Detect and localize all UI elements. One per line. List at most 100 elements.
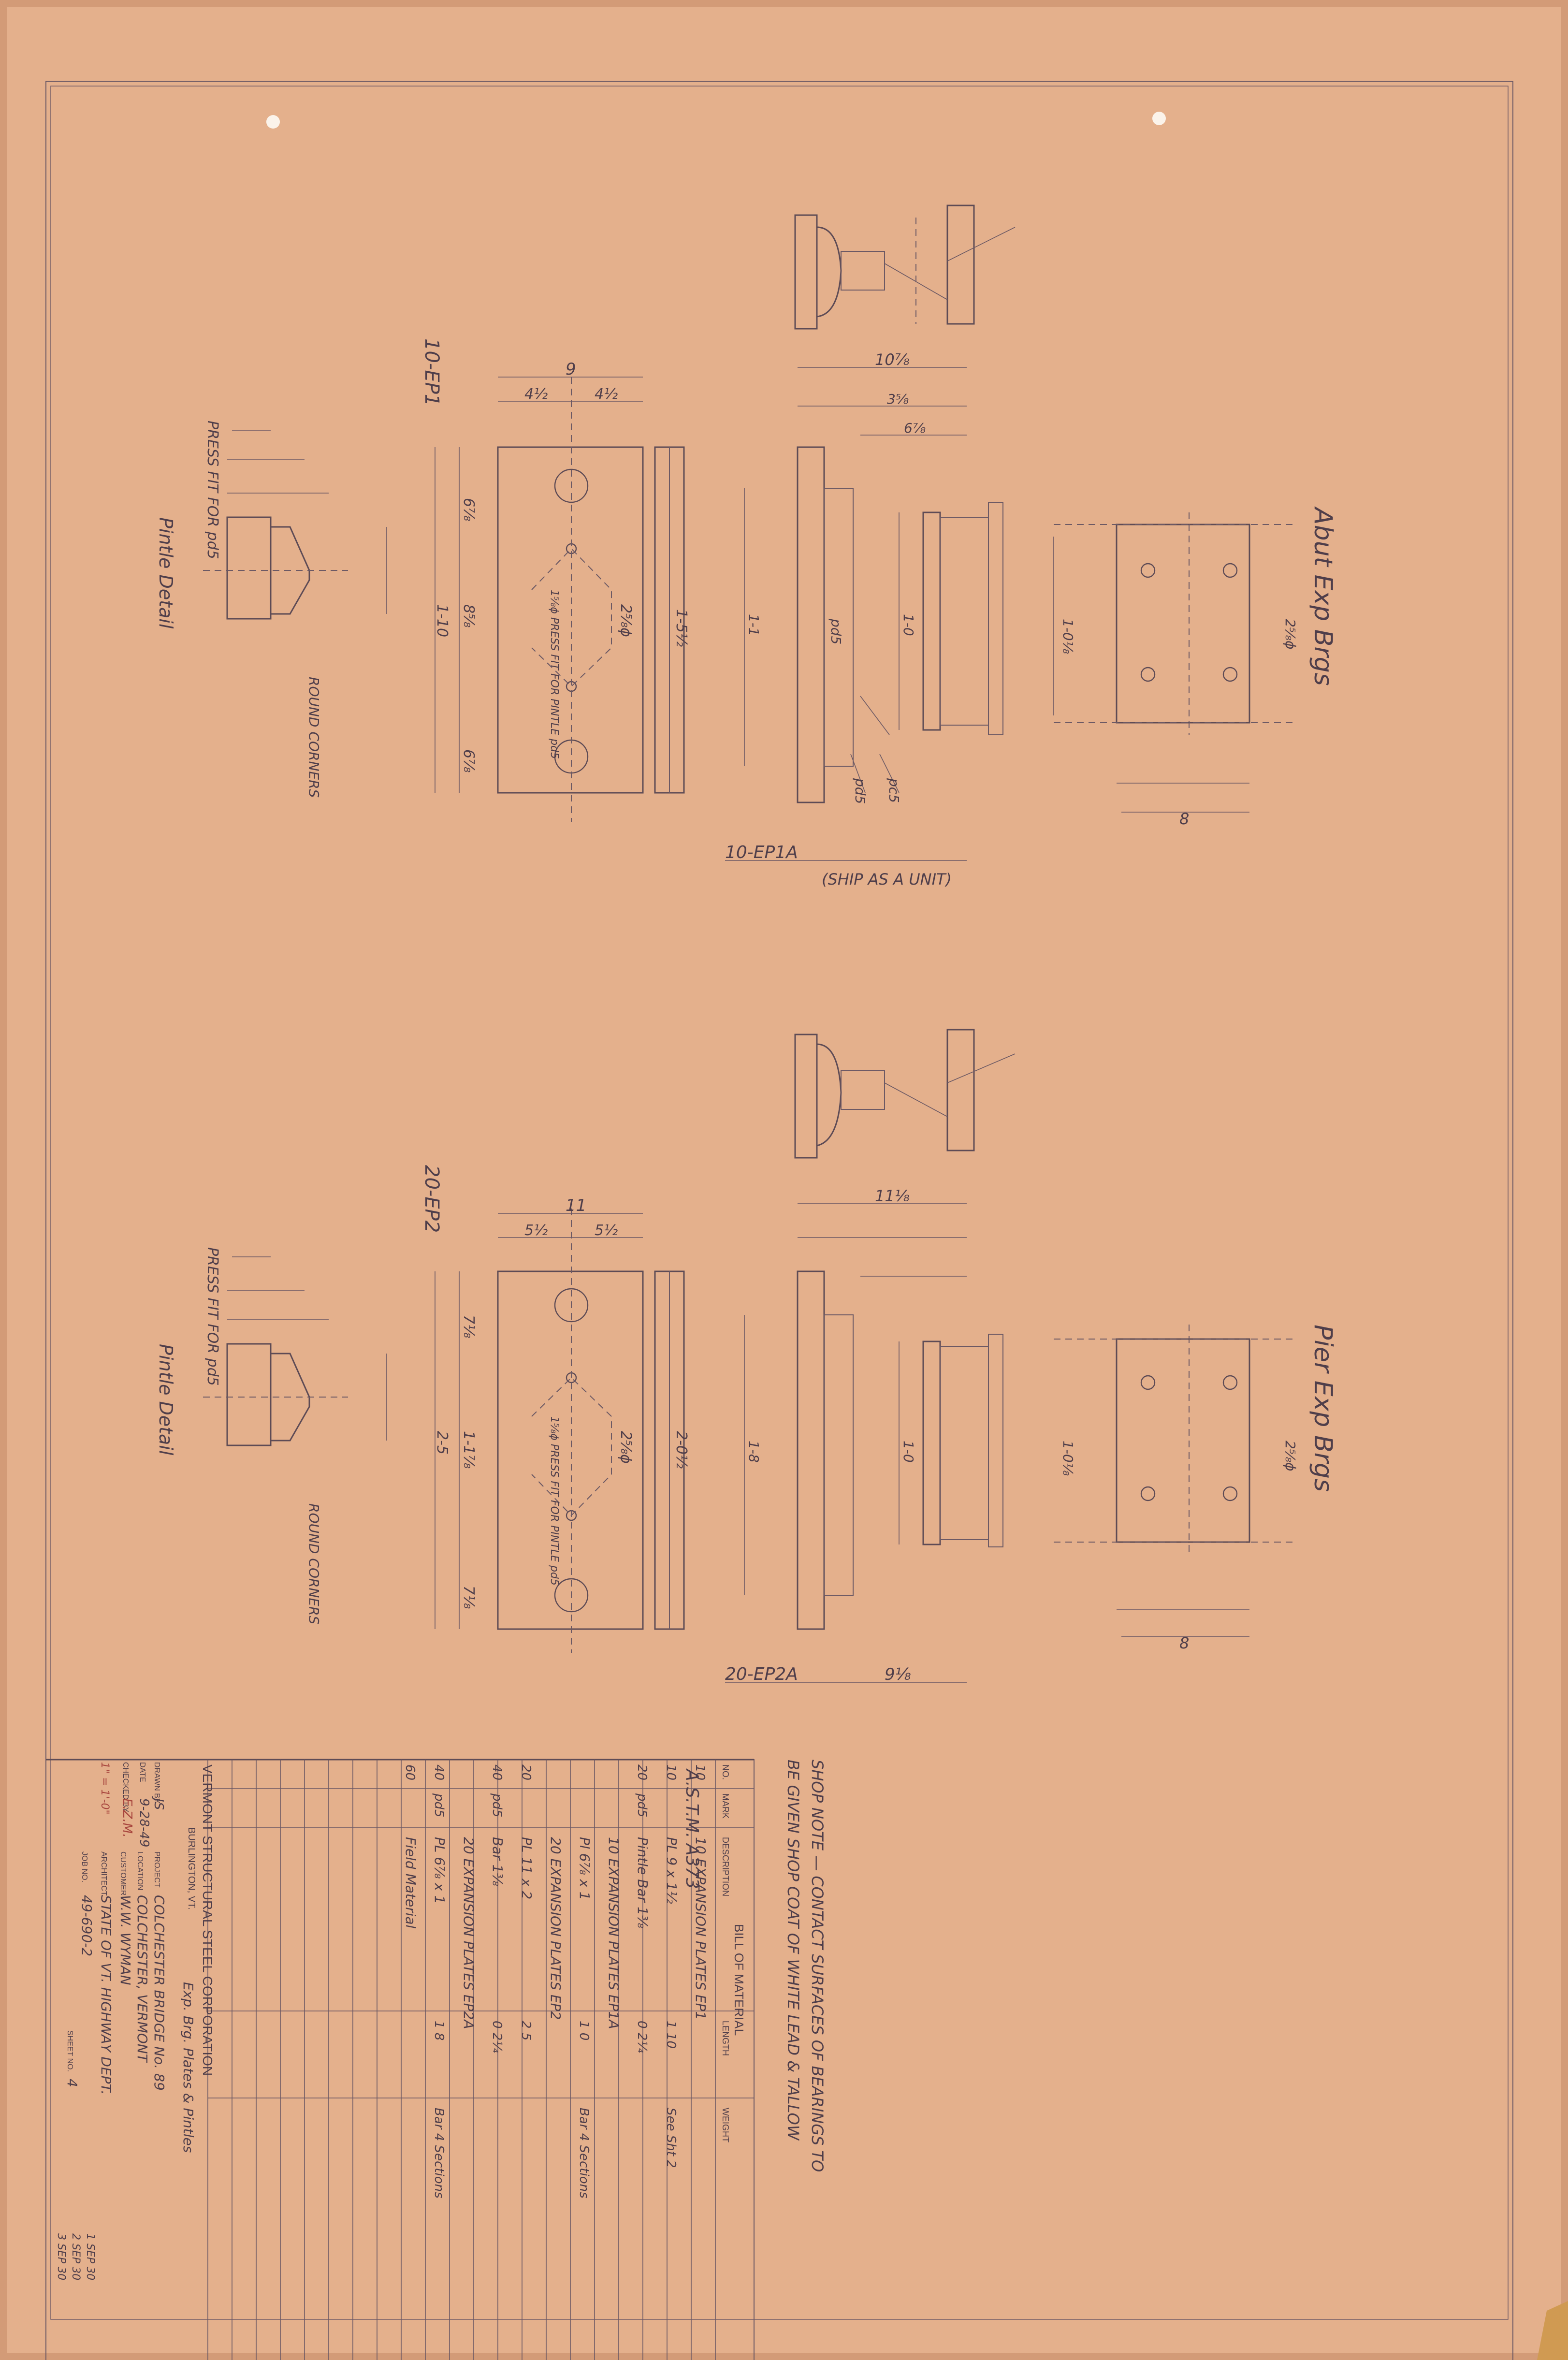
drawn-by-label: DRAWN BY — [153, 1762, 161, 1804]
label-pc5: pc5 — [886, 778, 902, 803]
outer-border — [45, 81, 1513, 2360]
dim-width-top: 9 — [566, 360, 576, 379]
project-label: PROJECT — [153, 1851, 161, 1888]
dim-side-g: 1-0 — [900, 614, 916, 636]
dim-half-b-bottom: 5½ — [595, 1222, 618, 1239]
dim-side-h-b: 1-0⅛ — [1060, 1441, 1076, 1476]
bom-cell: 10 EXPANSION PLATES EP1 — [693, 1837, 709, 2020]
punch-hole — [266, 115, 280, 129]
dim-half-a-bottom: 5½ — [524, 1222, 548, 1239]
bom-cell: 1 8 — [432, 2021, 446, 2040]
dim-half-a-top: 4½ — [524, 386, 548, 403]
top-bearing-group — [203, 204, 1295, 861]
rocker-mark-ep2a: 20-EP2A — [725, 1664, 798, 1684]
dim-side-top: 10⅞ — [875, 350, 910, 369]
bom-cell: Bar 4 Sections — [432, 2108, 446, 2199]
dim-h3-bottom: 7⅛ — [460, 1586, 477, 1609]
bom-cell: pd5 — [635, 1793, 649, 1818]
plate-mark-ep2: 20-EP2 — [421, 1165, 443, 1233]
round-corners-top: ROUND CORNERS — [306, 677, 322, 798]
dim-shoe-dia-bottom: 2⅝ϕ — [1282, 1441, 1298, 1471]
rocker-mark-ep1a: 10-EP1A — [725, 843, 798, 862]
dim-shoe-total-bottom: 8 — [1179, 1634, 1189, 1652]
company-name: VERMONT STRUCTURAL STEEL CORPORATION — [200, 1764, 215, 2076]
press-fit-top: PRESS FIT FOR pd5 — [204, 421, 221, 559]
bom-cell: 20 EXPANSION PLATES EP2 — [548, 1837, 564, 2020]
dim-side-d: 6⅞ — [904, 420, 926, 436]
sheet-no: 4 — [64, 2079, 80, 2087]
pintle-note-top: 1⅝ϕ PRESS FIT FOR PINTLE pd5 — [548, 590, 560, 759]
dim-dia-bottom: 2⅝ϕ — [617, 1431, 634, 1464]
bom-cell: pd5 — [432, 1793, 446, 1818]
bom-cell: PL 9 x 1½ — [664, 1837, 680, 1904]
dim-total-top: 1-10 — [434, 604, 450, 637]
dim-len-top: 1-5½ — [673, 609, 690, 647]
bom-cell: 10 EXPANSION PLATES EP1A — [606, 1837, 622, 2029]
drawn-by: JS — [151, 1796, 166, 1810]
date-label: DATE — [138, 1762, 146, 1782]
sheet-label: SHEET NO. — [66, 2030, 74, 2072]
bom-cell: Pintle Bar 1⅜ — [635, 1837, 651, 1928]
pintle-ep2 — [226, 1343, 272, 1446]
dim-side-f: 1-1 — [746, 614, 762, 636]
location-label: LOCATION — [136, 1851, 144, 1891]
press-fit-bottom: PRESS FIT FOR pd5 — [204, 1247, 221, 1386]
bom-cell: 20 — [519, 1764, 533, 1780]
bom-cell: Bar 4 Sections — [577, 2108, 591, 2199]
inner-border — [50, 86, 1509, 2320]
dim-side-f-b: 1-8 — [746, 1441, 762, 1463]
bom-header: NO. — [721, 1764, 730, 1780]
shop-note-line2: BE GIVEN SHOP COAT OF WHITE LEAD & TALLO… — [784, 1760, 802, 2141]
architect: STATE OF VT. HIGHWAY DEPT. — [98, 1895, 114, 2095]
bom-cell: 60 — [403, 1764, 417, 1780]
bom-cell: Pl 6⅞ x 1 — [577, 1837, 593, 1900]
dim-side-h: 1-0⅛ — [1060, 619, 1076, 654]
bom-cell: pd5 — [490, 1793, 504, 1818]
architect-label: ARCHITECT — [100, 1851, 108, 1896]
label-pd5-b: pd5 — [852, 778, 868, 804]
bom-cell: 20 EXPANSION PLATES EP2A — [461, 1837, 477, 2029]
dim-shoe-total-top: 8 — [1179, 810, 1189, 828]
dim-len-bottom: 2-0½ — [673, 1431, 690, 1469]
company-city: BURLINGTON, VT. — [186, 1827, 197, 1910]
plate-ep2 — [497, 1270, 644, 1630]
plate-mark-ep1: 10-EP1 — [421, 338, 443, 406]
bom-cell: 1 10 — [664, 2021, 678, 2049]
bom-header: MARK — [721, 1793, 730, 1819]
checked-by: E.Z.M. — [120, 1798, 134, 1837]
dim-dia-top: 2⅝ϕ — [617, 604, 634, 637]
dim-h3-top: 6⅞ — [460, 749, 477, 772]
bom-header: DESCRIPTION — [721, 1837, 730, 1896]
bom-cell: Bar 1⅜ — [490, 1837, 506, 1886]
bom-cell: 10 — [664, 1764, 678, 1780]
dim-width-bottom: 11 — [566, 1196, 586, 1215]
view-title-abut: Abut Exp Brgs — [1308, 506, 1337, 686]
bom-cell: PL 6⅞ x 1 — [432, 1837, 448, 1904]
bom-cell: See Sht 2 — [664, 2108, 678, 2168]
dim-half-b-top: 4½ — [595, 386, 618, 403]
ship-note: (SHIP AS A UNIT) — [822, 870, 952, 889]
revision-2: 2 SEP 30 — [70, 2233, 82, 2280]
plate-ep1 — [497, 446, 644, 794]
revision-3: 3 SEP 30 — [55, 2233, 67, 2280]
customer: W.W. WYMAN — [117, 1895, 133, 1985]
round-corners-bottom: ROUND CORNERS — [306, 1503, 322, 1624]
bom-cell: 1 0 — [577, 2021, 591, 2040]
date: 9-28-49 — [137, 1798, 151, 1847]
pintle-note-bottom: 1⅝ϕ PRESS FIT FOR PINTLE pd5 — [548, 1416, 560, 1586]
bom-cell: 0 2¼ — [635, 2021, 649, 2053]
bom-cell: 2 5 — [519, 2021, 533, 2040]
dim-side-top-b: 11⅛ — [875, 1187, 910, 1205]
bom-header: WEIGHT — [721, 2108, 730, 2142]
customer-label: CUSTOMER — [119, 1851, 127, 1895]
bom-cell: 20 — [635, 1764, 649, 1780]
checked-label: CHECKED BY — [121, 1762, 130, 1812]
project: COLCHESTER BRIDGE No. 89 — [151, 1895, 167, 2091]
punch-hole — [1152, 112, 1166, 125]
dim-side-g-b: 1-0 — [900, 1441, 916, 1463]
bom-cell: 40 — [432, 1764, 446, 1780]
dim-total-bottom: 2-5 — [434, 1431, 450, 1455]
shop-note-line1: SHOP NOTE — CONTACT SURFACES OF BEARINGS… — [808, 1760, 827, 2172]
